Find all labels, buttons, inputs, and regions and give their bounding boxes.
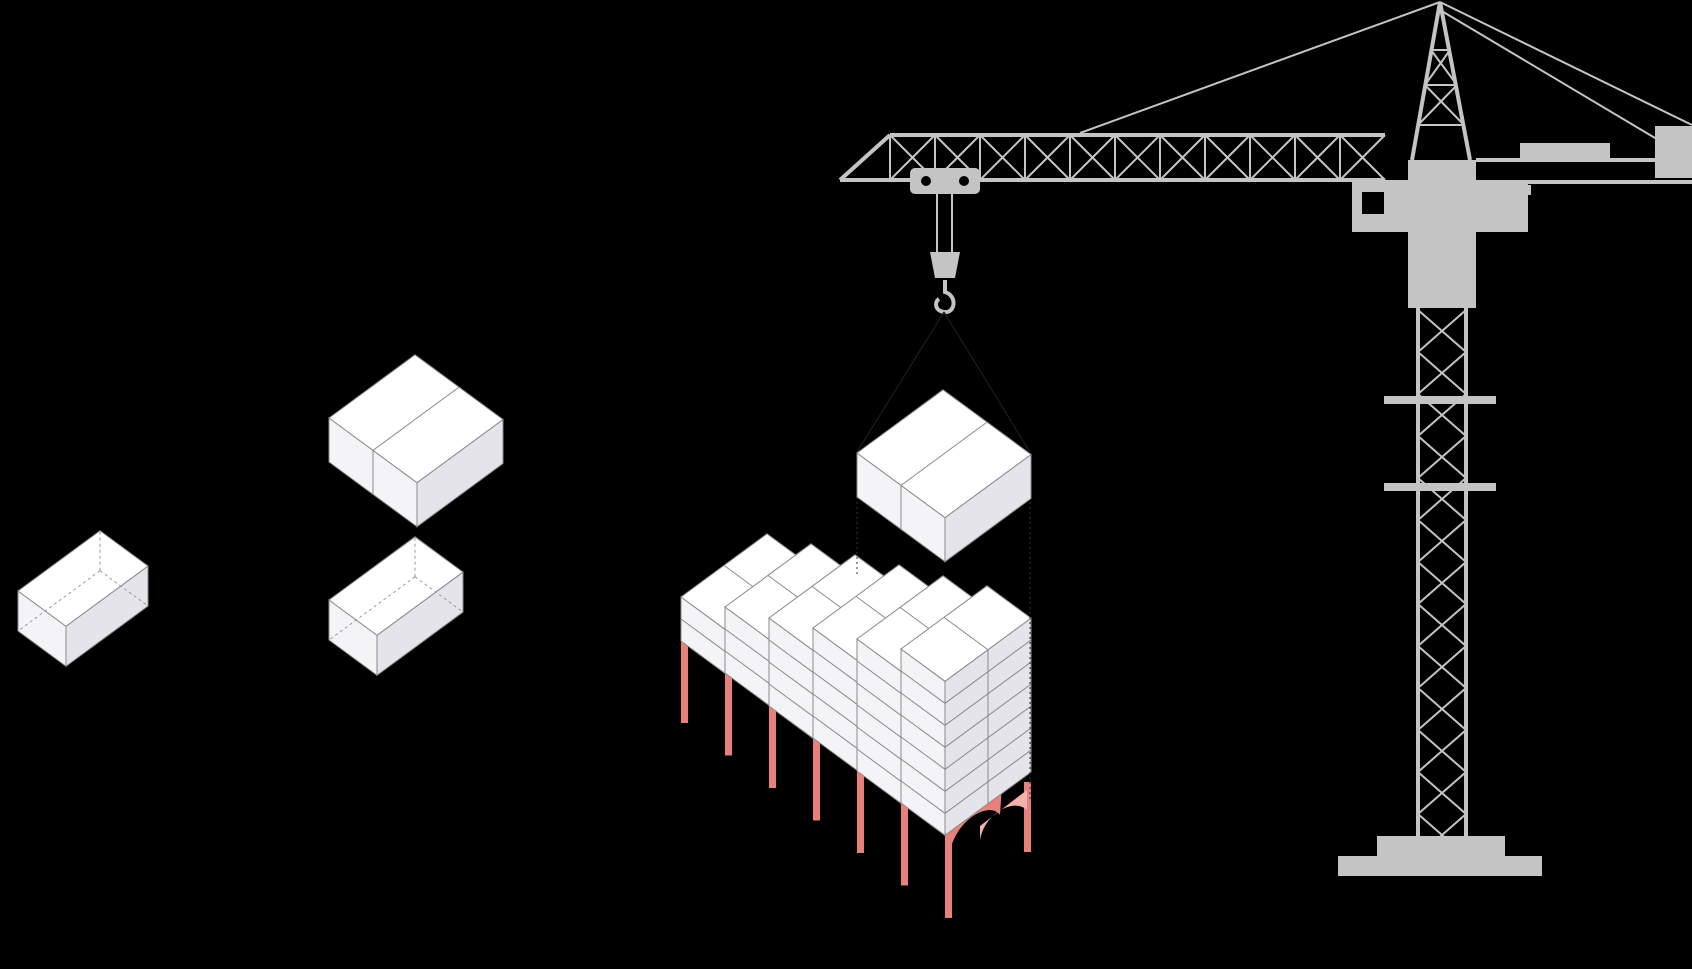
arcade-column xyxy=(725,670,732,756)
peak-leg xyxy=(1410,1,1442,161)
box-top-face xyxy=(17,530,149,627)
arcade-column xyxy=(681,638,688,723)
pendant-tie xyxy=(1439,1,1692,126)
trolley-wheel xyxy=(921,176,931,186)
module-seam xyxy=(900,421,988,530)
arcade-column xyxy=(813,735,820,821)
double-module-box xyxy=(328,354,504,528)
half-module xyxy=(328,536,464,677)
mast-brace xyxy=(1417,435,1467,479)
slewing-unit xyxy=(1408,230,1476,308)
arcade-column xyxy=(1024,782,1031,852)
mast-brace xyxy=(1417,687,1467,731)
jib-lattice xyxy=(1294,134,1341,181)
peak-brace xyxy=(1430,49,1458,86)
mast-brace xyxy=(1417,729,1467,773)
jib-lattice xyxy=(1204,134,1251,181)
crane-foundation xyxy=(1338,856,1542,876)
trolley xyxy=(910,168,980,194)
peak-brace xyxy=(1424,84,1465,126)
cab-window xyxy=(1362,192,1384,214)
arcade-column xyxy=(769,703,776,788)
mast-brace xyxy=(1417,309,1467,353)
arcade-arch xyxy=(980,790,1027,840)
pendant-tie xyxy=(1439,9,1692,161)
peak-brace xyxy=(1417,84,1458,126)
trolley-wheel xyxy=(959,176,969,186)
hoisted-module-box xyxy=(856,389,1032,563)
jib-lattice xyxy=(1024,134,1071,181)
hidden-edge xyxy=(99,570,149,607)
module-seam xyxy=(900,705,1032,770)
pendant-tie xyxy=(1079,1,1441,134)
jib-lattice xyxy=(979,134,1026,181)
module-seam xyxy=(943,616,989,804)
arcade-column xyxy=(945,833,952,918)
hook-block xyxy=(930,252,960,278)
single-module xyxy=(17,530,149,668)
mast-brace xyxy=(1417,645,1467,689)
jib-lattice xyxy=(1069,134,1116,181)
jib-lattice xyxy=(1339,134,1386,181)
jib-lattice xyxy=(889,134,936,181)
crane-base xyxy=(1377,836,1505,856)
counterweight xyxy=(1520,143,1610,159)
mast-brace xyxy=(1417,351,1467,395)
peak-brace xyxy=(1424,49,1451,86)
stack-module-column xyxy=(900,585,1032,837)
arcade-column xyxy=(857,768,864,853)
box-top-face xyxy=(328,536,464,636)
turntable xyxy=(1408,160,1476,182)
sling-cable xyxy=(943,311,1031,453)
mast-collar xyxy=(1384,483,1496,491)
hidden-edge xyxy=(17,570,101,632)
hidden-edge xyxy=(414,576,464,613)
mast-brace xyxy=(1417,771,1467,815)
module-seam xyxy=(900,639,1032,704)
module-seam xyxy=(900,683,1032,748)
stacked-building xyxy=(680,533,1032,837)
jib-tip xyxy=(838,133,892,182)
hoisted-module xyxy=(856,389,1032,563)
arcade-column xyxy=(901,800,908,886)
jib-lattice xyxy=(1114,134,1161,181)
module-seam xyxy=(900,661,1032,726)
module-seam xyxy=(900,749,1032,814)
walkway xyxy=(1476,185,1531,195)
jib-lattice xyxy=(1249,134,1296,181)
mast-brace xyxy=(1417,561,1467,605)
module-seam xyxy=(372,386,460,495)
counterweight xyxy=(1655,126,1692,178)
mast-brace xyxy=(1417,603,1467,647)
single-module-box xyxy=(17,530,149,668)
double-module xyxy=(328,354,504,528)
mast-collar xyxy=(1384,396,1496,404)
half-module-box xyxy=(328,536,464,677)
mast-brace xyxy=(1417,519,1467,563)
jib-lattice xyxy=(1159,134,1206,181)
sling-cable xyxy=(856,311,945,453)
module-seam xyxy=(900,727,1032,792)
tower-crane xyxy=(838,1,1692,876)
